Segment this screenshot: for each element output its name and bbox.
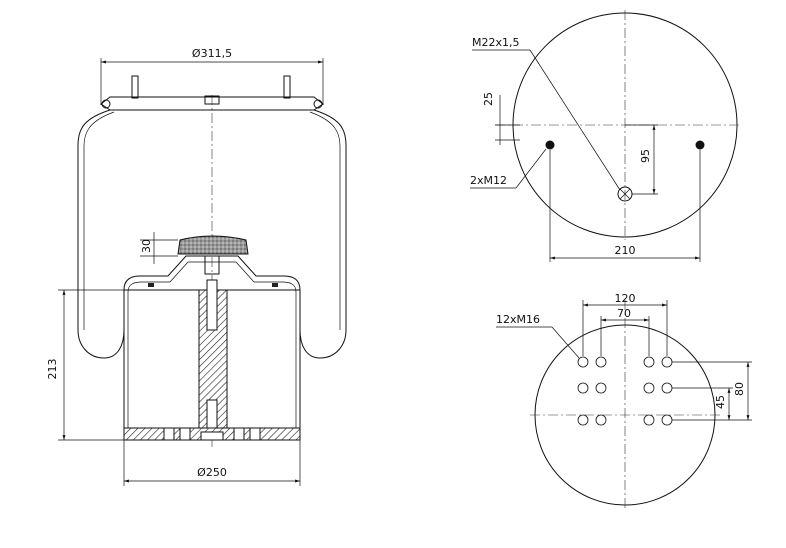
- base-hole-1: [163, 427, 175, 441]
- m16-hole: [643, 356, 655, 368]
- bellows-inner-right: [309, 111, 341, 330]
- m16-hole: [595, 356, 607, 368]
- dim-25-label: 25: [482, 92, 495, 106]
- dim-120-label: 120: [615, 292, 636, 305]
- m16-hole: [595, 382, 607, 394]
- dim-80-label: 80: [733, 382, 746, 396]
- thread-leader: [529, 49, 621, 191]
- m16-hole: [577, 356, 589, 368]
- left-mounting-stud: [131, 75, 139, 99]
- dim-210-label: 210: [615, 244, 636, 257]
- bellows-left-wall: [77, 109, 125, 359]
- bellows-inner-left: [83, 111, 115, 330]
- m16-hole-group: [577, 356, 673, 426]
- fitting-cross: [619, 188, 631, 200]
- m16-hole: [643, 414, 655, 426]
- dim-45-label: 45: [714, 395, 727, 409]
- dim-70-label: 70: [617, 307, 631, 320]
- top-plate-crimp-left: [101, 99, 111, 109]
- m16-hole: [577, 382, 589, 394]
- dim-95-label: 95: [639, 149, 652, 163]
- piston-top-inner: [127, 261, 297, 293]
- thread-label: M22x1,5: [472, 36, 520, 49]
- top-plate-view: M22x1,5 25 95 2xM12 210: [470, 10, 740, 262]
- stud-hole-right: [695, 140, 705, 150]
- m16-leader: [551, 326, 580, 359]
- base-nut: [200, 431, 224, 441]
- bellows-right-wall: [299, 109, 347, 359]
- right-mounting-stud: [283, 75, 291, 99]
- base-hole-3: [233, 427, 245, 441]
- piston-weld-right: [272, 283, 278, 287]
- top-plate-crimp-right: [313, 99, 323, 109]
- center-bolt-upper: [206, 279, 218, 331]
- height-label: 213: [46, 359, 59, 380]
- bumper-bolt: [204, 255, 220, 275]
- stud-leader: [515, 148, 547, 189]
- stud-hole-left: [545, 140, 555, 150]
- m16-hole: [577, 414, 589, 426]
- bumper-height-label: 30: [140, 239, 153, 253]
- m16-hole: [643, 382, 655, 394]
- stud-label: 2xM12: [470, 174, 507, 187]
- side-view: Ø311,5 30: [46, 47, 347, 486]
- m16-hole: [661, 356, 673, 368]
- piston-weld-left: [148, 283, 154, 287]
- base-hole-2: [179, 427, 191, 441]
- top-air-fitting: [204, 95, 220, 105]
- base-hole-4: [249, 427, 261, 441]
- m16-hole: [595, 414, 607, 426]
- rubber-bumper: [177, 235, 249, 255]
- bottom-plate-view: 12xM16 120 70 45 80: [496, 292, 752, 510]
- m16-label: 12xM16: [496, 313, 540, 326]
- m16-hole: [661, 414, 673, 426]
- top-diameter-label: Ø311,5: [192, 47, 232, 60]
- m16-hole: [661, 382, 673, 394]
- bottom-diameter-label: Ø250: [197, 466, 227, 479]
